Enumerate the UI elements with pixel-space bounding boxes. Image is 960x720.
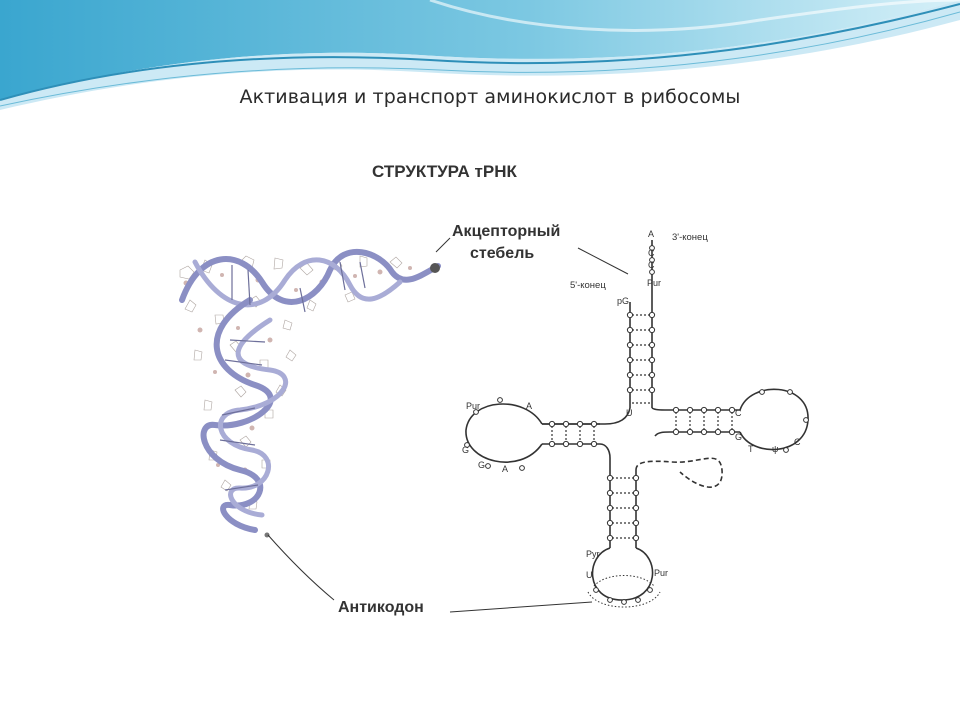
d-loop-label-3: G [462,445,469,455]
anticodon-loop-label-1: Pyr [586,549,600,559]
acceptor-nt-2: C [648,248,655,258]
acceptor-nt-4: Pur [647,278,661,288]
acceptor-nt-1: A [648,229,654,239]
t-loop-label-1: C [735,408,742,418]
anticodon-highlight [587,591,661,608]
d-loop-label-5: A [502,464,508,474]
t-loop-label-3: T [748,444,754,454]
anticodon-leader-right [449,601,593,613]
header-wave [0,0,960,110]
acceptor-leader-left [435,237,451,253]
anticodon-loop-label-2: U [586,570,593,580]
d-loop-label-4: G [478,460,485,470]
anticodon-leader-left [267,534,335,601]
d-loop-label-2: A [526,401,532,411]
trna-cloverleaf [465,240,809,601]
t-loop-label-2: G [735,432,742,442]
acceptor-nt-3: C [648,260,655,270]
base-pairs [551,314,733,539]
acceptor-stem-label-line2: стебель [470,245,534,262]
slide-title: Активация и транспорт аминокислот в рибо… [239,86,741,108]
five-prime-end-label: 5'-конец [570,280,606,291]
nucleotides [464,245,809,605]
five-prime-group-label: pG [617,296,629,306]
figure-heading: СТРУКТУРА тРНК [372,162,517,181]
acceptor-leader-right [577,247,629,275]
t-loop-label-4: ψ [772,444,778,454]
trna-3d-model [179,248,441,538]
stem-base-label: U [626,408,633,418]
acceptor-stem-label: Акцепторный [452,223,560,240]
t-loop-label-5: C [794,437,801,447]
anticodon-loop-label-3: Pur [654,568,668,578]
d-loop-label-1: Pur [466,401,480,411]
anticodon-label: Антикодон [338,599,424,616]
three-prime-end-label: 3'-конец [672,232,708,243]
